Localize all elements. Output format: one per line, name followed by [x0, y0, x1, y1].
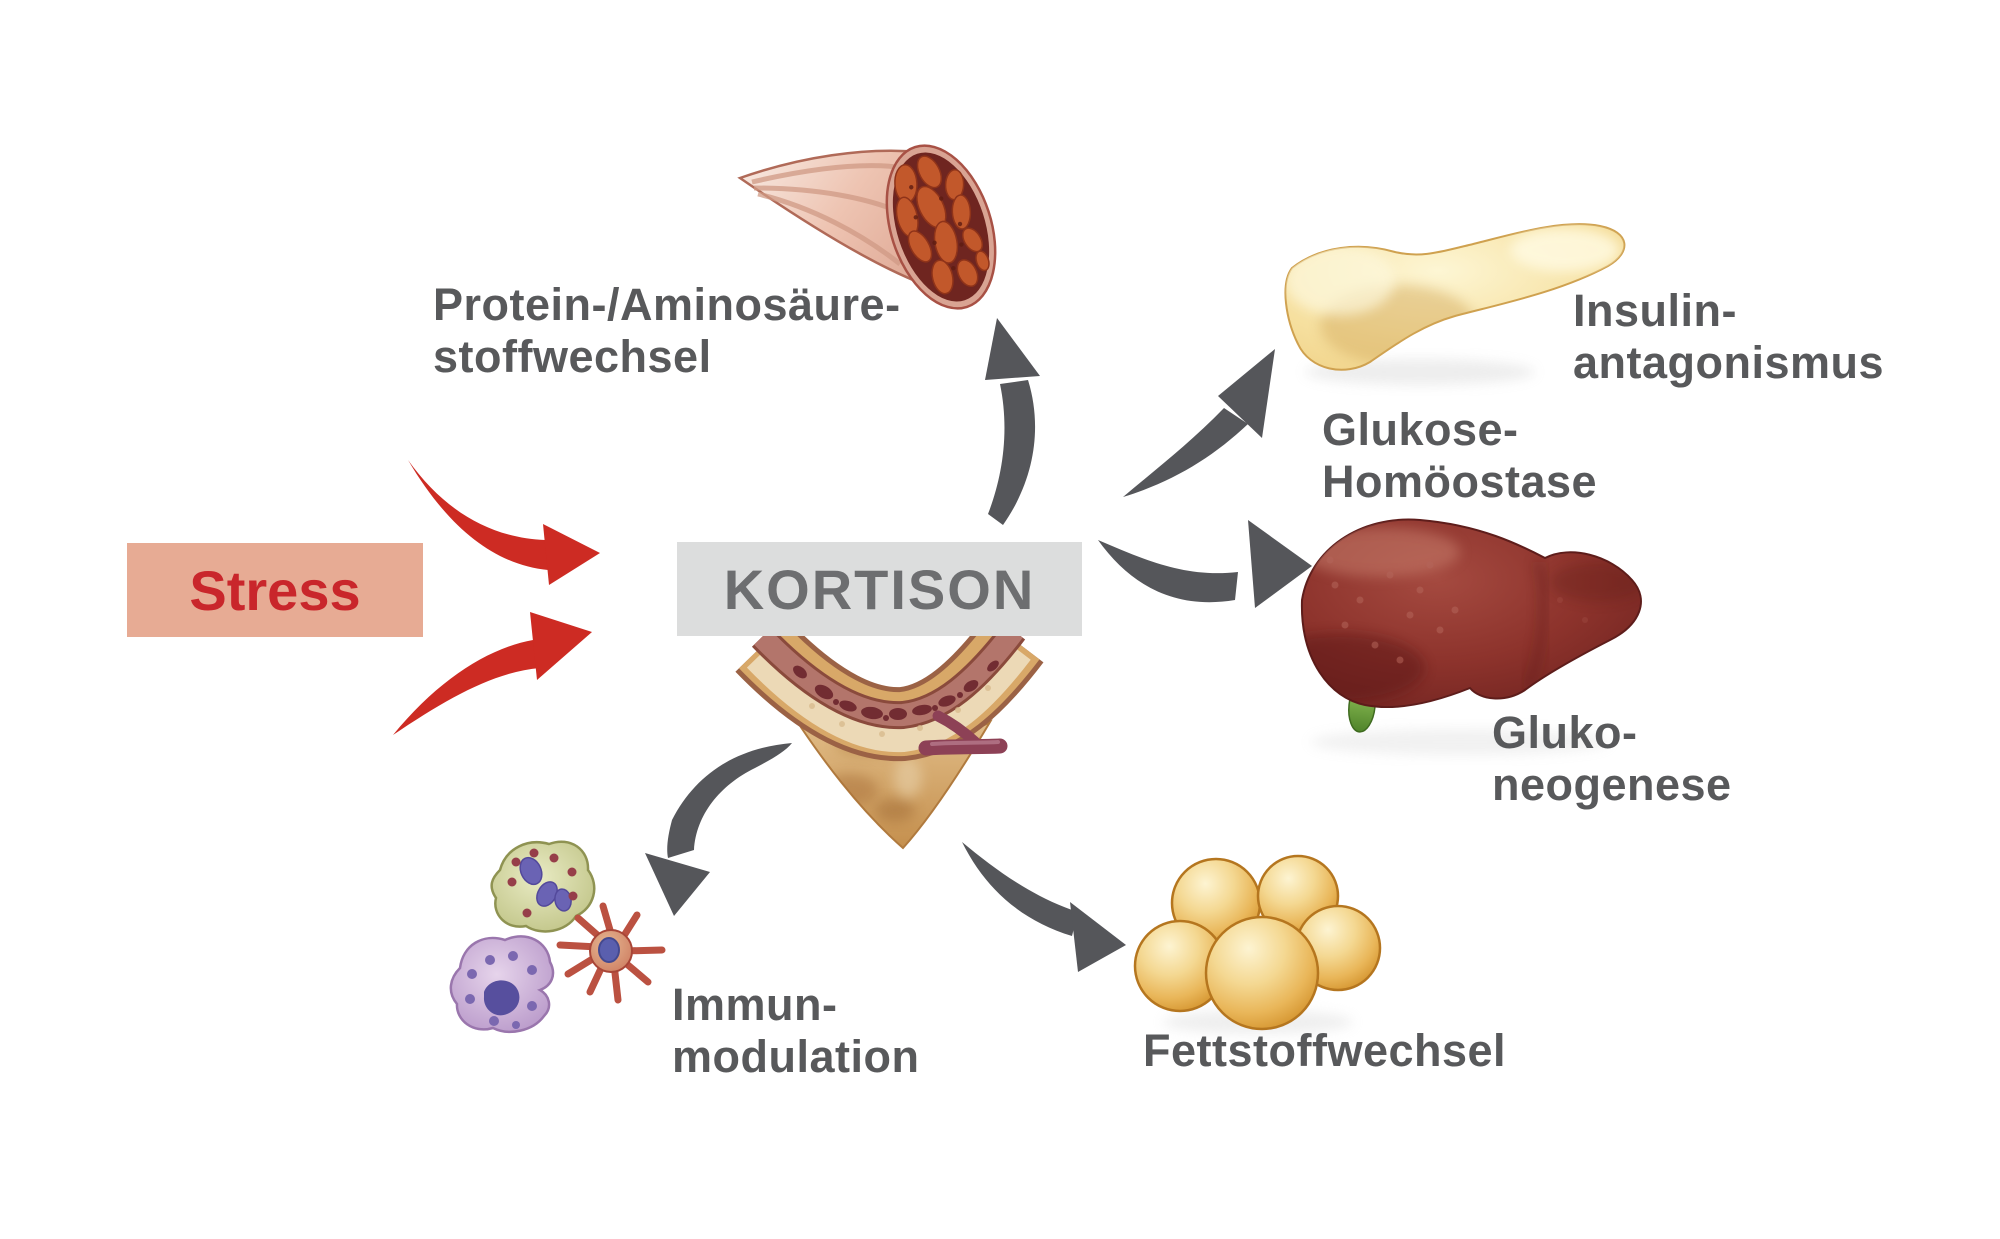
red-arrow-upper-head-icon: [543, 524, 600, 585]
immune-cells-icon: [449, 840, 666, 1033]
label-fat-metabolism: Fettstoffwechsel: [1143, 1025, 1506, 1077]
dendritic-cell: [556, 902, 666, 1004]
label-line: Fettstoffwechsel: [1143, 1025, 1507, 1076]
label-line: Immun-: [672, 979, 838, 1030]
liver-shadow: [1310, 729, 1610, 755]
liver-speckles: [1326, 556, 1588, 664]
pancreas-icon: [1284, 223, 1626, 385]
kortison-effect-arrows: [645, 318, 1312, 972]
label-line: Protein-/Aminosäure-: [433, 279, 901, 330]
granulocyte-nucleus: [519, 856, 572, 912]
bone-icon: [735, 617, 1044, 850]
kortison-label: KORTISON: [723, 557, 1036, 621]
arrow-to-liver-icon: [1098, 540, 1238, 603]
macrophage-nucleus: [483, 980, 520, 1016]
dendritic-nucleus: [598, 937, 620, 963]
arrow-to-glucose-icon: [1123, 408, 1248, 497]
arrow-to-muscle-head-icon: [985, 318, 1040, 380]
muscle-speckles: [909, 185, 964, 271]
label-gluconeogenesis: Gluko- neogenese: [1492, 707, 1732, 811]
label-protein-metabolism: Protein-/Aminosäure- stoffwechsel: [433, 279, 901, 383]
label-immunomodulation: Immun- modulation: [672, 979, 919, 1083]
label-line: Glukose-: [1322, 404, 1519, 455]
arrow-to-liver-head-icon: [1248, 520, 1312, 608]
liver-shading: [1301, 527, 1641, 703]
red-arrow-lower-icon: [393, 640, 540, 735]
label-line: Insulin-: [1573, 285, 1737, 336]
arrow-to-fat-head-icon: [1070, 902, 1126, 972]
label-glucose-homeostasis: Glukose- Homöostase: [1322, 404, 1597, 508]
arrow-to-muscle-icon: [988, 380, 1036, 525]
kortison-box: KORTISON: [677, 542, 1082, 636]
muscle-cut-face: [885, 144, 997, 310]
arrow-to-immune-icon: [667, 743, 792, 858]
stress-label: Stress: [189, 558, 361, 622]
granulocyte-granules: [507, 848, 578, 918]
label-insulin-antagonism: Insulin- antagonismus: [1573, 285, 1884, 389]
arrow-to-immune-head-icon: [645, 853, 710, 916]
label-line: stoffwechsel: [433, 331, 712, 382]
muscle-icon: [737, 144, 997, 310]
bone-spongy-speckles: [809, 685, 991, 737]
arrow-to-fat-icon: [962, 842, 1078, 936]
label-line: neogenese: [1492, 759, 1732, 810]
muscle-fascicles: [894, 155, 990, 295]
bone-marrow-spots: [793, 660, 999, 721]
label-line: modulation: [672, 1031, 920, 1082]
arrow-to-glucose-head-icon: [1218, 349, 1275, 438]
label-line: antagonismus: [1573, 337, 1885, 388]
macrophage-granules: [465, 951, 537, 1029]
label-line: Homöostase: [1322, 456, 1598, 507]
stress-to-kortison-arrows: [393, 460, 600, 735]
macrophage-cell: [449, 935, 555, 1033]
red-arrow-upper-icon: [408, 460, 548, 570]
bone-cut-band: [735, 617, 1044, 762]
blood-vessel-icon: [918, 710, 1008, 756]
label-line: Gluko-: [1492, 707, 1638, 758]
liver-icon: [1300, 518, 1642, 755]
stress-box: Stress: [127, 543, 423, 637]
red-arrow-lower-head-icon: [530, 612, 592, 680]
fat-cell: [1204, 915, 1320, 1031]
fat-cells-icon: [1133, 854, 1382, 1034]
